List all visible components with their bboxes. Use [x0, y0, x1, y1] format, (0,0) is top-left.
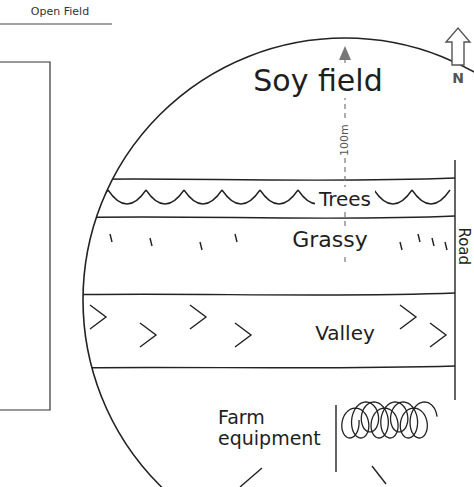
- map-label: N: [452, 71, 464, 86]
- tree-scallop: [108, 190, 146, 204]
- valley-chevron: [400, 305, 416, 329]
- sketch-stroke: [240, 468, 262, 487]
- scale-arrowhead: [339, 46, 351, 60]
- region-label: Farm equipment: [218, 407, 326, 449]
- grass-tick: [200, 242, 202, 250]
- tree-scallop: [70, 190, 108, 204]
- map-region: Farm equipment: [214, 406, 330, 450]
- band-border: [60, 293, 455, 295]
- map-region: Trees: [315, 187, 375, 211]
- grass-tick: [400, 242, 402, 250]
- tree-scallop: [412, 190, 450, 204]
- sketch-stroke: [372, 466, 386, 484]
- map-label: 100m: [339, 122, 351, 158]
- tree-scallop: [222, 190, 260, 204]
- map-label: Road: [456, 227, 473, 265]
- map-region: Valley: [311, 321, 379, 345]
- road-line: [454, 160, 455, 400]
- tree-scallop: [146, 190, 184, 204]
- valley-symbols: [90, 305, 446, 347]
- band-border: [60, 216, 455, 218]
- map-region: Grassy: [288, 227, 372, 253]
- tree-symbols: [70, 190, 450, 204]
- grass-tick: [432, 238, 434, 246]
- divider-line: [335, 405, 336, 472]
- valley-chevron: [140, 323, 156, 347]
- map-circle: [83, 38, 474, 487]
- side-panel: [0, 62, 50, 410]
- tree-scallop: [260, 190, 298, 204]
- region-label: Valley: [315, 322, 375, 344]
- grass-tick: [110, 234, 112, 242]
- map-region: Soy field: [249, 63, 386, 98]
- tree-scallop: [184, 190, 222, 204]
- valley-chevron: [235, 323, 251, 347]
- grass-tick: [235, 234, 237, 242]
- valley-chevron: [90, 305, 106, 329]
- header-rule: [0, 24, 112, 25]
- region-label: Trees: [319, 188, 371, 210]
- valley-chevron: [190, 305, 206, 329]
- grass-tick: [150, 238, 152, 246]
- map-label: Open Field: [31, 6, 89, 18]
- band-border: [60, 366, 455, 368]
- north-arrow: [446, 28, 470, 65]
- valley-chevron: [430, 323, 446, 347]
- equipment-scribble: [342, 402, 437, 438]
- region-label: Grassy: [292, 228, 368, 252]
- grass-symbols: [110, 234, 447, 250]
- grass-tick: [445, 242, 447, 250]
- region-label: Soy field: [253, 64, 382, 97]
- tree-scallop: [374, 190, 412, 204]
- grass-tick: [418, 234, 420, 242]
- band-border: [60, 178, 455, 180]
